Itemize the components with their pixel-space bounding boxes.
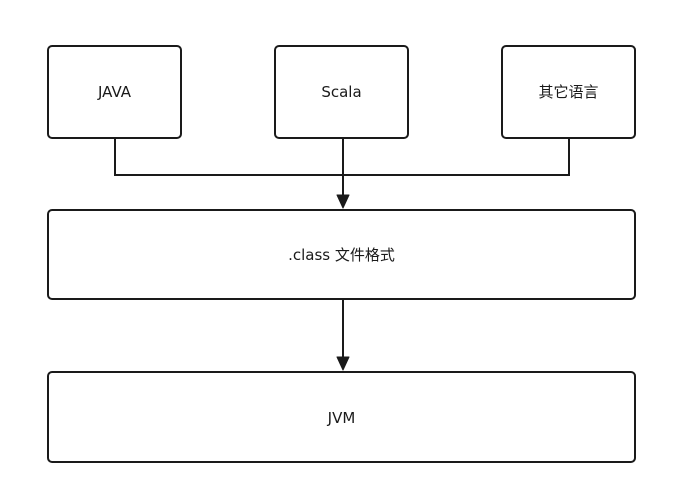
connector-java-merge: [114, 137, 343, 176]
node-other-languages-label: 其它语言: [538, 83, 598, 101]
node-other-languages: 其它语言: [501, 45, 636, 139]
connectors: [114, 137, 570, 371]
arrowhead-class-format: [336, 194, 350, 209]
node-java: JAVA: [47, 45, 182, 139]
node-jvm-label: JVM: [327, 409, 356, 427]
node-other-languages-box: [501, 45, 636, 139]
node-jvm-box: [47, 371, 636, 463]
node-class-format-label: .class 文件格式: [288, 246, 395, 264]
node-scala-label: Scala: [321, 83, 361, 101]
connector-other-languages-merge: [343, 137, 570, 176]
node-jvm: JVM: [47, 371, 636, 463]
node-scala-box: [274, 45, 409, 139]
node-class-format: .class 文件格式: [47, 209, 636, 300]
node-scala: Scala: [274, 45, 409, 139]
arrowhead-jvm: [336, 356, 350, 371]
node-class-format-box: [47, 209, 636, 300]
node-java-label: JAVA: [97, 83, 132, 101]
node-java-box: [47, 45, 182, 139]
